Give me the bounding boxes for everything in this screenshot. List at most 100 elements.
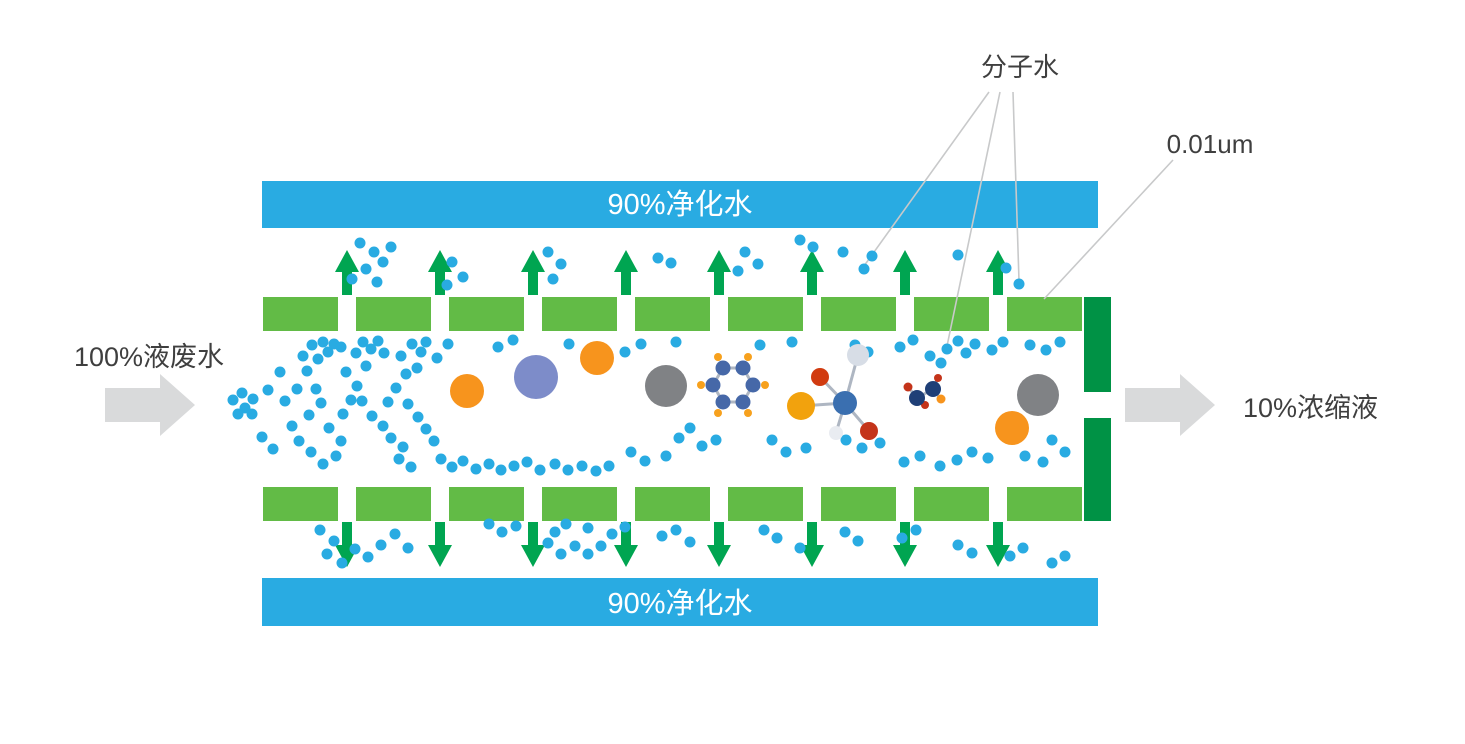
- water-molecule-dot: [910, 524, 922, 536]
- contaminant-particles: [450, 341, 1059, 445]
- water-molecule-dot: [279, 395, 291, 407]
- contaminant-particle: [645, 365, 687, 407]
- water-molecule-dot: [952, 539, 964, 551]
- water-molecule-dot: [1046, 434, 1058, 446]
- purified-water-bar-bottom: [262, 578, 1098, 626]
- water-molecule-dot: [684, 422, 696, 434]
- water-molecule-dot: [368, 246, 380, 258]
- water-molecule-dot: [310, 383, 322, 395]
- permeate-down-arrow: [521, 522, 545, 567]
- water-molecule-dot: [752, 258, 764, 270]
- water-molecule-dot: [771, 532, 783, 544]
- water-molecule-dot: [246, 408, 258, 420]
- water-molecule-dot: [635, 338, 647, 350]
- water-molecule-dot: [1037, 456, 1049, 468]
- water-molecule-dot: [301, 365, 313, 377]
- water-molecule-dot: [351, 380, 363, 392]
- water-molecule-dot: [739, 246, 751, 258]
- membrane-segment: [635, 297, 710, 331]
- membrane-segment: [1007, 487, 1082, 521]
- water-molecule-dot: [349, 543, 361, 555]
- water-molecule-dot: [582, 548, 594, 560]
- water-molecule-dot: [1059, 446, 1071, 458]
- water-molecule-dot: [1019, 450, 1031, 462]
- water-molecule-dot: [966, 547, 978, 559]
- water-molecule-dot: [1059, 550, 1071, 562]
- molecule-atom: [829, 426, 843, 440]
- water-molecule-dot: [794, 234, 806, 246]
- water-molecule-dot: [262, 384, 274, 396]
- membrane-segment: [449, 487, 524, 521]
- water-molecule-dot: [924, 350, 936, 362]
- water-molecule-dot: [495, 464, 507, 476]
- membrane-segment: [728, 297, 803, 331]
- permeate-up-arrow: [521, 250, 545, 295]
- water-molecule-dot: [786, 336, 798, 348]
- water-molecule-dot: [547, 273, 559, 285]
- purified-water-label-top: 90%净化水: [607, 188, 752, 221]
- molecule-model: [697, 353, 769, 417]
- water-molecule-dot: [986, 344, 998, 356]
- water-molecule-dot: [411, 362, 423, 374]
- permeate-down-arrow: [986, 522, 1010, 567]
- water-molecule-dot: [286, 420, 298, 432]
- molecule-atom: [705, 377, 721, 393]
- water-molecule-dot: [336, 557, 348, 569]
- leader-line: [1043, 159, 1174, 300]
- water-molecule-dot: [549, 526, 561, 538]
- water-molecule-dot: [997, 336, 1009, 348]
- contaminant-particle: [580, 341, 614, 375]
- molecule-atom: [697, 381, 705, 389]
- water-molecule-dot: [898, 456, 910, 468]
- water-molecule-dot: [684, 536, 696, 548]
- water-molecule-dot: [960, 347, 972, 359]
- water-molecule-dot: [330, 450, 342, 462]
- water-molecule-dot: [354, 237, 366, 249]
- molecule-atom: [744, 409, 752, 417]
- water-molecule-dot: [858, 263, 870, 275]
- water-molecule-dot: [696, 440, 708, 452]
- water-molecule-dot: [837, 246, 849, 258]
- molecule-atom: [787, 392, 815, 420]
- membrane-segment: [914, 487, 989, 521]
- contaminant-particle: [514, 355, 558, 399]
- water-molecule-dot: [372, 335, 384, 347]
- water-molecule-dot: [595, 540, 607, 552]
- water-molecule-dot: [323, 422, 335, 434]
- water-molecule-dot: [360, 263, 372, 275]
- water-molecule-dot: [582, 522, 594, 534]
- water-molecule-dot: [606, 528, 618, 540]
- water-molecule-dot: [951, 454, 963, 466]
- end-cap-lower: [1084, 418, 1111, 521]
- water-molecule-dot: [267, 443, 279, 455]
- water-molecule-dot: [619, 346, 631, 358]
- water-molecule-dot: [400, 368, 412, 380]
- water-molecule-dot: [560, 518, 572, 530]
- water-molecule-dot: [807, 241, 819, 253]
- water-molecule-dot: [1040, 344, 1052, 356]
- water-molecule-dot: [896, 532, 908, 544]
- membrane-segment: [821, 297, 896, 331]
- water-molecule-dot: [365, 343, 377, 355]
- water-molecule-dot: [483, 518, 495, 530]
- molecule-atom: [934, 374, 942, 382]
- contaminant-particle: [450, 374, 484, 408]
- water-molecule-dot: [952, 335, 964, 347]
- membrane-bottom-layer: [263, 487, 1082, 521]
- permeate-down-arrow: [800, 522, 824, 567]
- water-molecule-dot: [914, 450, 926, 462]
- water-molecule-dot: [337, 408, 349, 420]
- water-molecule-dot: [256, 431, 268, 443]
- water-molecule-dot: [389, 528, 401, 540]
- water-molecule-dot: [232, 408, 244, 420]
- water-molecule-dot: [1054, 336, 1066, 348]
- water-molecule-dot: [303, 409, 315, 421]
- leader-line: [946, 91, 1001, 347]
- molecular-water-label: 分子水: [981, 52, 1059, 82]
- annotation-leader-lines: [863, 91, 1174, 347]
- water-molecule-dot: [941, 343, 953, 355]
- water-molecule-dot: [656, 530, 668, 542]
- molecule-atom: [909, 390, 925, 406]
- water-molecule-dot: [549, 458, 561, 470]
